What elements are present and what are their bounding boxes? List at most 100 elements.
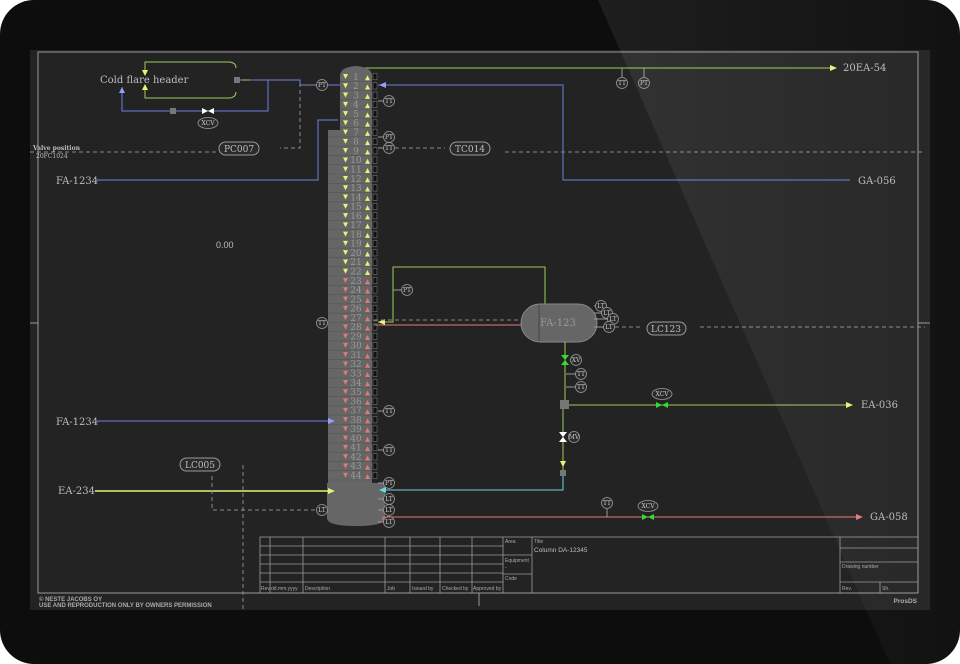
- tc014-controller[interactable]: TC014: [449, 141, 491, 156]
- tray-18[interactable]: 18: [328, 230, 378, 240]
- lt-instrument[interactable]: LT: [316, 504, 328, 516]
- pt-instrument[interactable]: PT: [316, 79, 328, 91]
- tray-4[interactable]: 4: [340, 101, 378, 111]
- tray-23[interactable]: 23: [328, 277, 378, 287]
- tray-21[interactable]: 21: [328, 258, 378, 268]
- tray-25[interactable]: 25: [328, 295, 378, 305]
- tray-44[interactable]: 44: [328, 472, 378, 482]
- tt-instrument[interactable]: TT: [575, 368, 587, 380]
- svg-text:Sh.: Sh.: [882, 586, 890, 592]
- tt-instrument[interactable]: TT: [601, 497, 613, 509]
- svg-text:Title: Title: [534, 539, 543, 545]
- pt-instrument[interactable]: PT: [383, 131, 395, 143]
- tray-28[interactable]: 28: [328, 323, 378, 333]
- pt-instrument[interactable]: PT: [401, 284, 413, 296]
- tray-5[interactable]: 5: [340, 110, 378, 120]
- tray-12[interactable]: 12: [328, 175, 378, 185]
- mv-instrument[interactable]: MV: [568, 431, 580, 443]
- tt-instrument[interactable]: TT: [383, 142, 395, 154]
- up-flow-arrow-icon: [365, 149, 370, 155]
- xcv-instrument[interactable]: XCV: [651, 388, 673, 400]
- column-da12345[interactable]: 1234567891011121314151617181920212223242…: [327, 66, 385, 526]
- tray-6[interactable]: 6: [340, 119, 378, 129]
- tray-number: 40: [350, 434, 362, 444]
- tray-number: 10: [350, 156, 362, 166]
- flow-arrow-icon: [379, 82, 386, 88]
- tray-42[interactable]: 42: [328, 453, 378, 463]
- tray-17[interactable]: 17: [328, 221, 378, 231]
- xcv-instrument[interactable]: XCV: [637, 500, 659, 512]
- tt-instrument[interactable]: TT: [383, 95, 395, 107]
- svg-text:LT: LT: [385, 496, 393, 503]
- tray-35[interactable]: 35: [328, 388, 378, 398]
- svg-text:Issued by: Issued by: [412, 586, 434, 592]
- up-flow-arrow-icon: [365, 418, 370, 424]
- tray-7[interactable]: 7: [328, 128, 378, 138]
- tray-15[interactable]: 15: [328, 203, 378, 213]
- up-flow-arrow-icon: [365, 112, 370, 118]
- pc007-controller[interactable]: PC007: [218, 141, 260, 156]
- up-flow-arrow-icon: [365, 75, 370, 81]
- tray-16[interactable]: 16: [328, 212, 378, 222]
- tt-instrument[interactable]: TT: [316, 317, 328, 329]
- tray-10[interactable]: 10: [328, 156, 378, 166]
- flow-arrow-icon: [560, 461, 566, 467]
- up-flow-arrow-icon: [365, 195, 370, 201]
- tray-22[interactable]: 22: [328, 268, 378, 278]
- tray-13[interactable]: 13: [328, 184, 378, 194]
- svg-text:Drawing number: Drawing number: [842, 564, 879, 570]
- tray-14[interactable]: 14: [328, 193, 378, 203]
- tt-instrument[interactable]: TT: [383, 405, 395, 417]
- svg-text:Checked by: Checked by: [442, 586, 469, 592]
- lt-instrument[interactable]: LT: [383, 516, 395, 528]
- valve-icon[interactable]: [202, 108, 214, 114]
- tray-33[interactable]: 33: [328, 370, 378, 380]
- tray-38[interactable]: 38: [328, 416, 378, 426]
- tray-31[interactable]: 31: [328, 351, 378, 361]
- svg-text:PT: PT: [318, 82, 326, 89]
- tt-instrument[interactable]: TT: [616, 77, 628, 89]
- tray-indicator: [372, 82, 378, 90]
- tray-indicator: [372, 407, 378, 414]
- tray-30[interactable]: 30: [328, 342, 378, 352]
- tt-instrument[interactable]: TT: [575, 381, 587, 393]
- tray-2[interactable]: 2: [340, 82, 378, 92]
- tray-27[interactable]: 27: [328, 314, 378, 324]
- pt-instrument[interactable]: PT: [638, 77, 650, 89]
- tray-36[interactable]: 36: [328, 397, 378, 407]
- stream-20ea54: 20EA-54: [843, 63, 886, 74]
- tray-26[interactable]: 26: [328, 305, 378, 315]
- tray-3[interactable]: 3: [340, 91, 378, 101]
- xcv-instrument[interactable]: XCV: [197, 117, 219, 129]
- tray-37[interactable]: 37: [328, 407, 378, 417]
- tray-39[interactable]: 39: [328, 425, 378, 435]
- tray-24[interactable]: 24: [328, 286, 378, 296]
- mv-valve-icon[interactable]: [559, 432, 567, 442]
- lt-instrument[interactable]: LT: [383, 504, 395, 516]
- tray-40[interactable]: 40: [328, 434, 378, 444]
- tt-instrument[interactable]: TT: [383, 444, 395, 456]
- vessel-fa123[interactable]: [520, 303, 598, 343]
- tray-11[interactable]: 11: [328, 166, 378, 176]
- lc123-controller[interactable]: LC123: [646, 321, 687, 336]
- tray-32[interactable]: 32: [328, 360, 378, 370]
- tray-1[interactable]: 1: [340, 73, 378, 83]
- xv-valve-icon[interactable]: [561, 355, 569, 365]
- lc005-controller[interactable]: LC005: [179, 457, 221, 472]
- tray-41[interactable]: 41: [328, 444, 378, 454]
- tray-20[interactable]: 20: [328, 249, 378, 259]
- tray-19[interactable]: 19: [328, 240, 378, 250]
- tray-8[interactable]: 8: [328, 138, 378, 148]
- tray-9[interactable]: 9: [328, 147, 378, 157]
- drawing-title: Column DA-12345: [534, 547, 588, 554]
- tray-29[interactable]: 29: [328, 332, 378, 342]
- pt-instrument[interactable]: PT: [383, 477, 395, 489]
- svg-text:Rev.: Rev.: [261, 586, 271, 592]
- tray-indicator: [372, 249, 378, 257]
- xv-instrument[interactable]: XV: [570, 354, 582, 366]
- tray-34[interactable]: 34: [328, 379, 378, 389]
- lt-instrument[interactable]: LT: [603, 321, 615, 333]
- tray-43[interactable]: 43: [328, 462, 378, 472]
- tray-number: 42: [350, 453, 361, 463]
- lt-instrument[interactable]: LT: [383, 493, 395, 505]
